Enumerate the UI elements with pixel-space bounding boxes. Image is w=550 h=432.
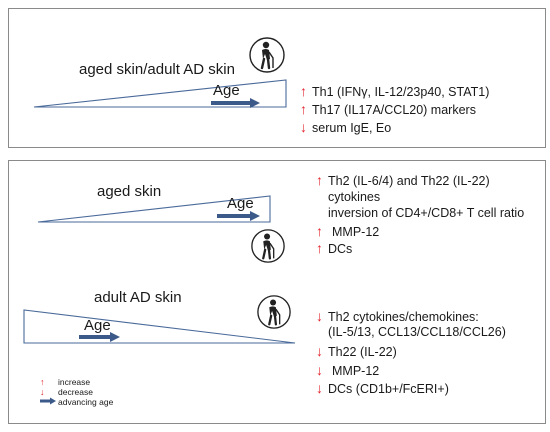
- aged-item-3: inversion of CD4+/CD8+ T cell ratio: [328, 207, 524, 220]
- decrease-arrow-icon: ↓: [316, 362, 323, 378]
- increase-arrow-icon: ↑: [300, 101, 307, 117]
- elderly-person-icon: [257, 295, 291, 329]
- adult-item-3: ↓ Th22 (IL-22): [316, 344, 397, 359]
- aged-skin-label: aged skin: [97, 183, 162, 200]
- increase-arrow-icon: ↑: [300, 83, 307, 99]
- elderly-person-icon: [251, 229, 285, 263]
- legend-decrease: ↓ decrease: [40, 387, 113, 397]
- aged-item-text: MMP-12: [332, 225, 380, 239]
- decrease-arrow-icon: ↓: [300, 119, 307, 135]
- aged-item-text: DCs: [328, 242, 353, 256]
- adult-item-text: Th2 cytokines/chemokines:: [328, 310, 479, 324]
- adult-ad-skin-label: adult AD skin: [94, 289, 182, 306]
- adult-item-text: (IL-5/13, CCL13/CCL18/CCL26): [328, 325, 506, 339]
- panel1-item-2: ↑ Th17 (IL17A/CCL20) markers: [300, 102, 476, 117]
- increase-arrow-icon: ↑: [316, 223, 323, 239]
- aged-item-4: ↑ MMP-12: [316, 224, 379, 239]
- panel1-item-3: ↓ serum IgE, Eo: [300, 120, 391, 135]
- increase-arrow-icon: ↑: [40, 377, 45, 387]
- age-label-1: Age: [213, 82, 240, 99]
- panel1-item-text: Th17 (IL17A/CCL20) markers: [312, 103, 476, 117]
- aged-item-text: inversion of CD4+/CD8+ T cell ratio: [328, 206, 525, 220]
- decrease-arrow-icon: ↓: [40, 387, 45, 397]
- legend-decrease-label: decrease: [58, 387, 93, 397]
- panel1-item-text: Th1 (IFNγ, IL-12/23p40, STAT1): [312, 85, 490, 99]
- panel1-item-1: ↑ Th1 (IFNγ, IL-12/23p40, STAT1): [300, 84, 489, 99]
- decrease-arrow-icon: ↓: [316, 380, 323, 396]
- panel1-item-text: serum IgE, Eo: [312, 121, 392, 135]
- elderly-person-icon: [249, 37, 285, 73]
- panel-aged-adult: [8, 8, 546, 148]
- adult-item-4: ↓ MMP-12: [316, 363, 379, 378]
- decrease-arrow-icon: ↓: [316, 343, 323, 359]
- aged-item-text: Th2 (IL-6/4) and Th22 (IL-22): [328, 174, 490, 188]
- aged-item-1: ↑ Th2 (IL-6/4) and Th22 (IL-22): [316, 173, 490, 188]
- increase-arrow-icon: ↑: [316, 240, 323, 256]
- aged-item-text: cytokines: [328, 190, 381, 204]
- adult-item-1: ↓ Th2 cytokines/chemokines:: [316, 309, 479, 324]
- adult-item-text: MMP-12: [332, 364, 380, 378]
- adult-item-2: (IL-5/13, CCL13/CCL18/CCL26): [328, 326, 506, 339]
- increase-arrow-icon: ↑: [316, 172, 323, 188]
- decrease-arrow-icon: ↓: [316, 308, 323, 324]
- legend-increase: ↑ increase: [40, 377, 113, 387]
- adult-item-text: DCs (CD1b+/FcERI+): [328, 382, 449, 396]
- legend-increase-label: increase: [58, 377, 91, 387]
- adult-item-text: Th22 (IL-22): [328, 345, 397, 359]
- aged-item-5: ↑ DCs: [316, 241, 352, 256]
- age-label-3: Age: [84, 317, 111, 334]
- aged-item-2: cytokines: [328, 191, 380, 204]
- legend-advancing-label: advancing age: [58, 397, 114, 407]
- panel1-label: aged skin/adult AD skin: [79, 61, 235, 78]
- adult-item-5: ↓ DCs (CD1b+/FcERI+): [316, 381, 449, 396]
- age-label-2: Age: [227, 195, 254, 212]
- legend: ↑ increase ↓ decrease advancing age: [40, 377, 113, 407]
- advancing-age-arrow-icon: [40, 397, 58, 407]
- panel-aged-vs-adult: [8, 160, 546, 424]
- legend-advancing-age: advancing age: [40, 397, 113, 407]
